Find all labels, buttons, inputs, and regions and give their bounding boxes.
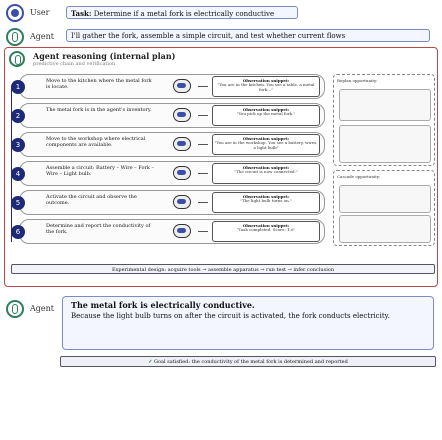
cascade-title: Cascade opportunity: <box>337 174 381 179</box>
replan-box: Replan opportunity: <box>333 74 435 166</box>
step-5: 5 Activate the circuit and observe the o… <box>11 190 325 215</box>
observation-box: Observation snippet: "You pick up the me… <box>212 105 320 126</box>
observation-box: Observation snippet: "Task completed. Sc… <box>212 221 320 242</box>
arrow-icon <box>198 202 208 203</box>
observation-title: Observation snippet: <box>242 165 290 170</box>
arrow-icon <box>198 115 208 116</box>
step-2: 2 The metal fork is in the agent's inven… <box>11 103 325 128</box>
observation-title: Observation snippet: <box>242 194 290 199</box>
observation-text: "You are in the workshop. You see a batt… <box>214 140 318 150</box>
arrow-icon <box>198 86 208 87</box>
reasoning-avatar <box>9 51 25 67</box>
cascade-mini-card <box>339 215 431 243</box>
step-label: The metal fork is in the agent's invento… <box>46 107 152 113</box>
tool-icon <box>173 137 191 151</box>
replan-mini-card <box>339 125 431 163</box>
observation-title: Observation snippet: <box>242 78 290 83</box>
observation-text: "You pick up the metal fork." <box>236 111 296 116</box>
tool-icon <box>173 195 191 209</box>
check-icon: ✓ <box>148 359 153 365</box>
final-answer-text: Because the light bulb turns on after th… <box>71 312 390 320</box>
observation-text: "The light bulb turns on." <box>240 198 292 203</box>
task-text: Determine if a metal fork is electricall… <box>93 10 275 18</box>
step-label: Determine and report the conductivity of… <box>46 223 151 235</box>
step-number: 2 <box>11 109 25 123</box>
observation-text: "The circuit is now connected." <box>234 169 298 174</box>
cascade-box: Cascade opportunity: <box>333 170 435 246</box>
arrow-icon <box>198 173 208 174</box>
arrow-icon <box>198 144 208 145</box>
observation-box: Observation snippet: "You are in the wor… <box>212 134 320 155</box>
flow-connector <box>11 88 12 242</box>
observation-title: Observation snippet: <box>242 136 290 141</box>
final-answer-bubble: The metal fork is electrically conductiv… <box>62 296 434 350</box>
step-1: 1 Move to the kitchen where the metal fo… <box>11 74 325 99</box>
agent-avatar <box>6 28 24 46</box>
goal-bar: ✓ Goal satisfied: the conductivity of th… <box>60 356 436 367</box>
final-agent-role: Agent <box>30 304 54 313</box>
observation-title: Observation snippet: <box>242 107 290 112</box>
step-4: 4 Assemble a circuit: Battery – Wire – F… <box>11 161 325 186</box>
observation-title: Observation snippet: <box>242 223 290 228</box>
observation-box: Observation snippet: "The circuit is now… <box>212 163 320 184</box>
final-agent-avatar <box>6 300 24 318</box>
step-label: Move to the kitchen where the metal fork… <box>46 78 152 90</box>
panel-title: Agent reasoning (internal plan) <box>33 51 176 61</box>
arrow-icon <box>198 231 208 232</box>
step-number: 6 <box>11 225 25 239</box>
observation-text: "You are in the kitchen. You see a table… <box>217 82 315 92</box>
step-6: 6 Determine and report the conductivity … <box>11 219 325 244</box>
experimental-design-bar: Experimental design: acquire tools → ass… <box>11 264 435 274</box>
observation-box: Observation snippet: "You are in the kit… <box>212 76 320 97</box>
step-number: 4 <box>11 167 25 181</box>
observation-box: Observation snippet: "The light bulb tur… <box>212 192 320 213</box>
step-number: 5 <box>11 196 25 210</box>
cascade-mini-card <box>339 185 431 213</box>
goal-text: Goal satisfied: the conductivity of the … <box>153 359 348 365</box>
step-label: Assemble a circuit: Battery – Wire – For… <box>46 165 154 177</box>
observation-text: "Task completed. Score: 1.0" <box>236 227 296 232</box>
step-3: 3 Move to the workshop where electrical … <box>11 132 325 157</box>
task-label: Task: <box>71 9 92 18</box>
step-number: 3 <box>11 138 25 152</box>
replan-title: Replan opportunity: <box>337 78 378 83</box>
step-label: Activate the circuit and observe the out… <box>46 194 137 206</box>
user-role-label: User <box>30 8 50 17</box>
tool-icon <box>173 108 191 122</box>
replan-mini-card <box>339 89 431 121</box>
panel-subtitle: predictive chain and verification <box>33 61 116 67</box>
step-number: 1 <box>11 80 25 94</box>
final-answer-title: The metal fork is electrically conductiv… <box>71 300 255 310</box>
tool-icon <box>173 166 191 180</box>
task-bubble: Task: Determine if a metal fork is elect… <box>66 6 298 19</box>
user-avatar <box>6 4 24 22</box>
agent-intro-text: I'll gather the fork, assemble a simple … <box>71 32 346 40</box>
agent-intro-bubble: I'll gather the fork, assemble a simple … <box>66 29 430 42</box>
tool-icon <box>173 79 191 93</box>
tool-icon <box>173 224 191 238</box>
agent-role-label: Agent <box>30 32 54 41</box>
step-label: Move to the workshop where electrical co… <box>46 136 146 148</box>
reasoning-panel: Agent reasoning (internal plan) predicti… <box>4 47 438 287</box>
